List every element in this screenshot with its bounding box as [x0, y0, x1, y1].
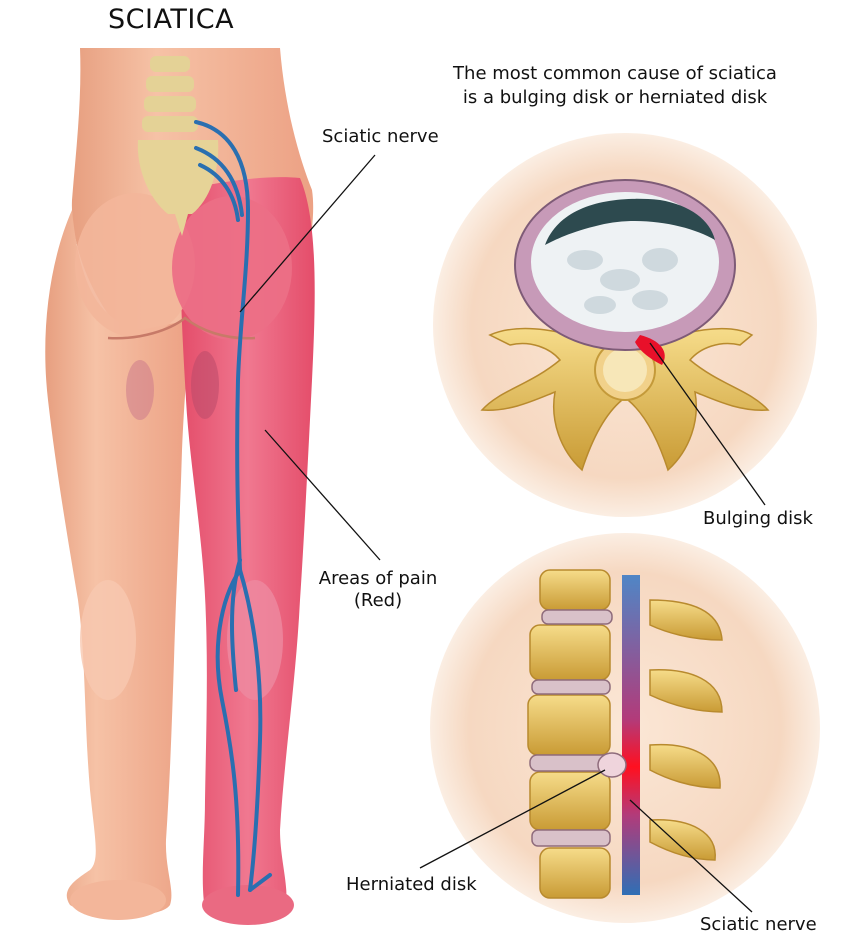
body-back-view [45, 48, 315, 925]
label-areas-of-pain: Areas of pain (Red) [318, 568, 438, 612]
bulging-disk-view [433, 133, 817, 517]
label-areas-of-pain-line-1: Areas of pain [318, 568, 438, 589]
label-areas-of-pain-line-2: (Red) [353, 590, 403, 611]
subtitle: The most common cause of sciatica is a b… [430, 62, 800, 110]
leader-lines [239, 154, 766, 913]
herniated-disk-view [430, 533, 820, 923]
label-bulging-disk: Bulging disk [703, 508, 813, 529]
label-herniated-disk: Herniated disk [346, 874, 477, 895]
label-sciatic-nerve-top: Sciatic nerve [322, 126, 439, 147]
sciatic-nerve-path [194, 120, 272, 897]
page-title: SCIATICA [108, 4, 235, 35]
left-buttock [75, 193, 195, 337]
subtitle-line-2: is a bulging disk or herniated disk [462, 87, 768, 108]
lumbar-spine-sacrum [137, 56, 219, 236]
label-sciatic-nerve-bottom: Sciatic nerve [700, 914, 817, 935]
right-buttock [172, 196, 292, 340]
subtitle-line-1: The most common cause of sciatica [453, 63, 777, 84]
